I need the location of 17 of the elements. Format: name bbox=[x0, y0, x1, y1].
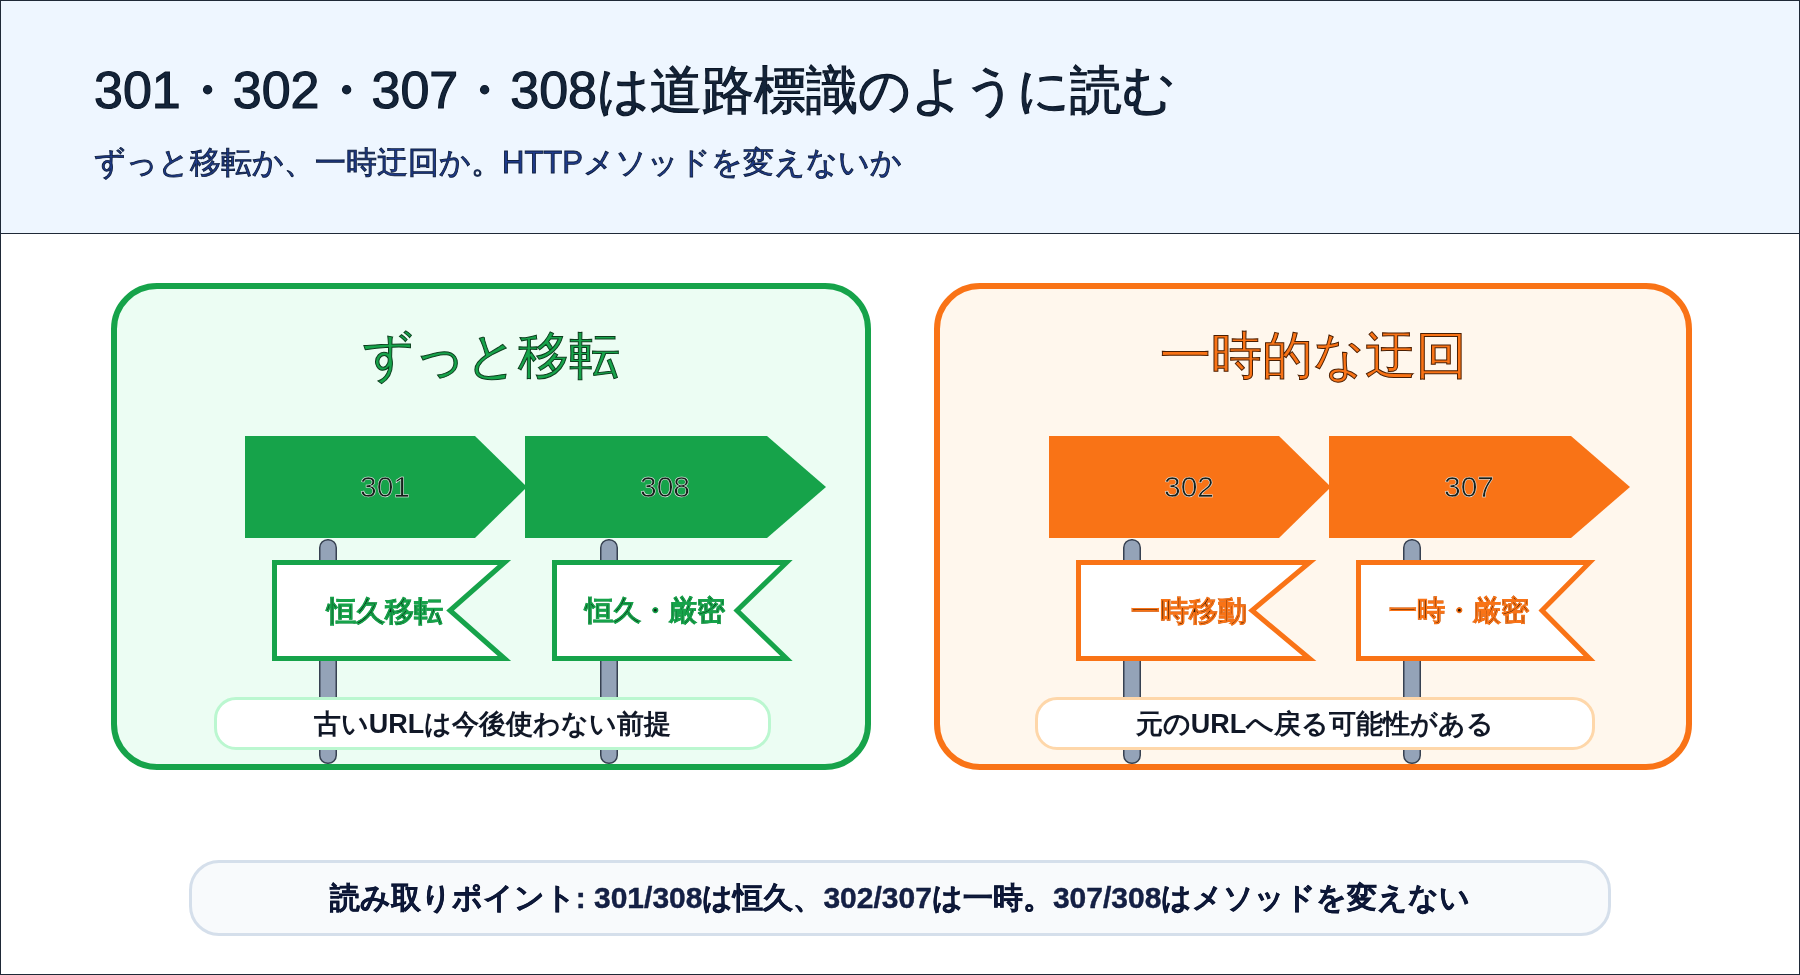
panel bbox=[934, 283, 1692, 770]
arrow-sign: 307 bbox=[1329, 436, 1630, 538]
arrow-sign: 302 bbox=[1049, 436, 1331, 538]
panel bbox=[111, 283, 871, 770]
flag-sign: 恒久・厳密 bbox=[552, 560, 794, 661]
flag-sign: 一時・厳密 bbox=[1356, 560, 1597, 661]
arrow-sign: 301 bbox=[245, 436, 527, 538]
note-box: 元のURLへ戻る可能性がある bbox=[1035, 697, 1595, 750]
panel-heading: 一時的な迂回 bbox=[1159, 326, 1467, 386]
summary-box: 読み取りポイント: 301/308は恒久、302/307は一時。307/308はメソッドを変えない bbox=[189, 860, 1611, 936]
flag-sign: 恒久移転 bbox=[272, 560, 512, 661]
subtitle: ずっと移転か、一時迂回か。HTTPメソッドを変えないか bbox=[94, 144, 902, 181]
title: 301・302・307・308は道路標識のように読む bbox=[94, 60, 1176, 121]
note-box: 古いURLは今後使わない前提 bbox=[214, 697, 771, 750]
panel-heading: ずっと移転 bbox=[362, 326, 620, 386]
arrow-sign: 308 bbox=[525, 436, 826, 538]
flag-sign: 一時移動 bbox=[1076, 560, 1317, 661]
